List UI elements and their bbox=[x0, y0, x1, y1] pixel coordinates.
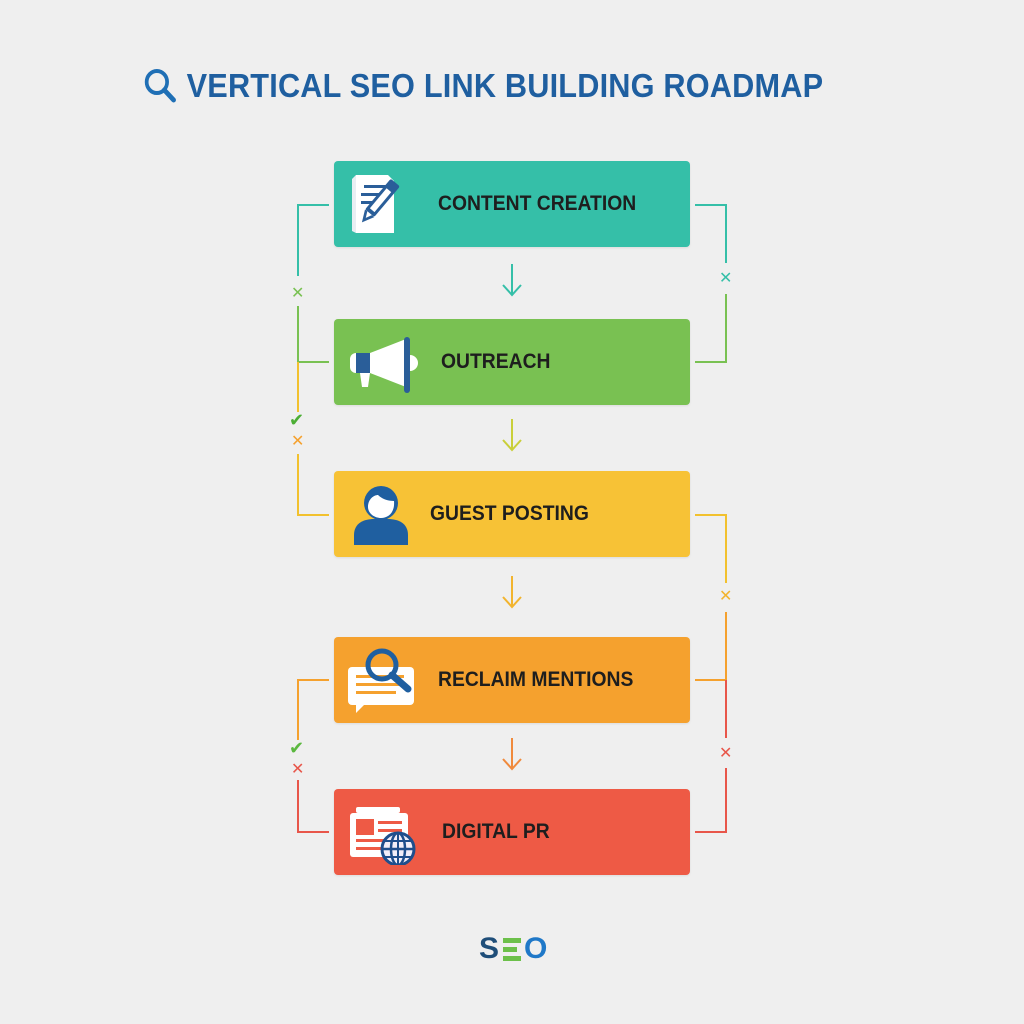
x-mark-right-2: ✕ bbox=[719, 586, 733, 605]
arrow-down-icon bbox=[502, 738, 522, 771]
step-digital-pr[interactable]: DIGITAL PR bbox=[334, 789, 690, 875]
seo-logo: S O bbox=[479, 932, 548, 966]
step-label: OUTREACH bbox=[441, 350, 551, 373]
check-mark-left-2: ✔ bbox=[289, 410, 305, 431]
megaphone-icon bbox=[350, 337, 418, 393]
search-icon bbox=[144, 69, 176, 103]
arrow-down-icon bbox=[502, 264, 522, 297]
page-title: VERTICAL SEO LINK BUILDING ROADMAP bbox=[142, 66, 823, 106]
arrow-down-icon bbox=[502, 576, 522, 609]
step-reclaim-mentions[interactable]: RECLAIM MENTIONS bbox=[334, 637, 690, 723]
step-label: RECLAIM MENTIONS bbox=[438, 668, 634, 691]
step-guest-posting[interactable]: GUEST POSTING bbox=[334, 471, 690, 557]
x-mark-left-2: ✕ bbox=[291, 431, 305, 450]
x-mark-right-1: ✕ bbox=[719, 268, 733, 287]
chat-search-icon bbox=[348, 648, 414, 713]
seo-logo-o: O bbox=[524, 932, 549, 965]
seo-logo-e bbox=[503, 938, 522, 961]
document-pencil-icon bbox=[352, 175, 400, 233]
page-title-text: VERTICAL SEO LINK BUILDING ROADMAP bbox=[186, 67, 824, 104]
person-icon bbox=[354, 486, 408, 545]
arrow-down-icon bbox=[502, 419, 522, 452]
step-label: GUEST POSTING bbox=[430, 502, 589, 525]
seo-logo-s: S bbox=[479, 932, 501, 965]
x-mark-right-3: ✕ bbox=[719, 743, 733, 762]
x-mark-left-3: ✕ bbox=[291, 759, 305, 778]
newspaper-globe-icon bbox=[350, 807, 416, 865]
step-content-creation[interactable]: CONTENT CREATION bbox=[334, 161, 690, 247]
x-mark-left-1: ✕ bbox=[291, 283, 305, 302]
step-outreach[interactable]: OUTREACH bbox=[334, 319, 690, 405]
check-mark-left-3: ✔ bbox=[289, 738, 305, 759]
step-label: CONTENT CREATION bbox=[438, 192, 637, 215]
step-label: DIGITAL PR bbox=[442, 820, 550, 843]
